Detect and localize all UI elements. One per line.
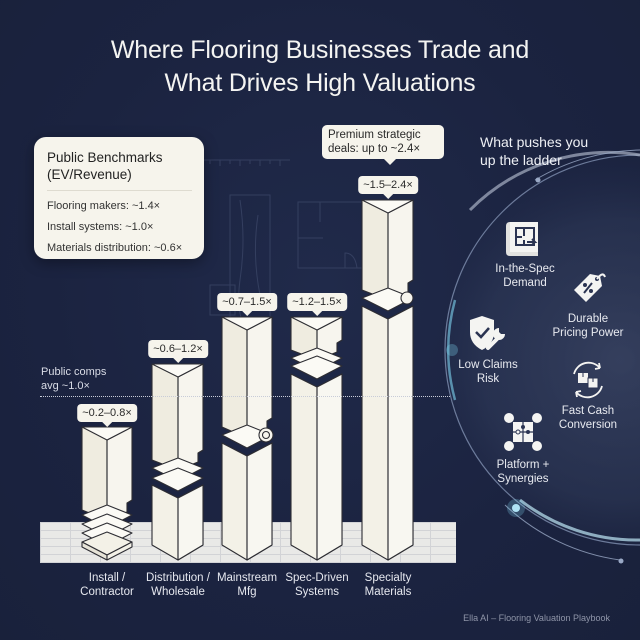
driver-platform-synergies: Platform + Synergies — [468, 410, 578, 486]
title-line-1: Where Flooring Businesses Trade and — [110, 36, 530, 64]
category-line-2: Mfg — [237, 586, 257, 598]
benchmark-row-materials-distribution: Materials distribution: ~0.6× — [47, 242, 183, 254]
category-line-1: Mainstream — [216, 572, 278, 584]
reference-line-avg — [40, 396, 450, 397]
range-label-specialty-materials: ~1.5–2.4× — [358, 176, 418, 199]
category-line-1: Specialty — [364, 572, 412, 584]
category-label-mainstream-mfg: Mainstream Mfg — [207, 571, 287, 599]
driver-label: In-the-Spec Demand — [470, 262, 580, 290]
driver-label-line-2: Risk — [476, 373, 500, 385]
public-benchmarks-card: Public Benchmarks (EV/Revenue) Flooring … — [34, 137, 204, 259]
category-label-distribution-wholesale: Distribution / Wholesale — [133, 571, 223, 599]
category-line-1: Distribution / — [146, 572, 210, 584]
divider — [47, 190, 192, 191]
driver-label-line-1: Fast Cash — [561, 405, 615, 417]
driver-fast-cash-conversion: Fast Cash Conversion — [533, 360, 640, 432]
title-line-2: What Drives High Valuations — [164, 69, 476, 97]
puzzle-network-icon — [504, 413, 542, 451]
range-label-mainstream-mfg: ~0.7–1.5× — [217, 293, 277, 316]
category-line-1: Spec-Driven — [285, 572, 349, 584]
benchmarks-heading-line-1: Public Benchmarks — [47, 150, 163, 165]
range-label-distribution-wholesale: ~0.6–1.2× — [148, 340, 208, 363]
driver-label-line-2: Synergies — [497, 473, 549, 485]
ladder-title-line-1: What pushes you — [480, 134, 589, 150]
reference-label-line-2: avg ~1.0× — [41, 380, 90, 392]
driver-label-line-2: Conversion — [558, 419, 618, 431]
ladder-title: What pushes you up the ladder — [480, 133, 588, 169]
premium-callout-line-2: deals: up to ~2.4× — [328, 143, 421, 155]
ladder-title-line-2: up the ladder — [480, 152, 562, 168]
blueprint-icon — [506, 222, 538, 256]
shield-wrench-icon — [470, 316, 505, 350]
category-label-install-contractor: Install / Contractor — [67, 571, 147, 599]
driver-label: Fast Cash Conversion — [533, 404, 640, 432]
driver-label-line-2: Pricing Power — [552, 327, 624, 339]
driver-label-line-1: Platform + — [496, 459, 550, 471]
reference-line-label: Public comps avg ~1.0× — [41, 365, 106, 393]
driver-label: Durable Pricing Power — [533, 312, 640, 340]
driver-low-claims-risk: Low Claims Risk — [433, 314, 543, 386]
benchmarks-heading: Public Benchmarks (EV/Revenue) — [47, 149, 192, 183]
benchmark-row-flooring-makers: Flooring makers: ~1.4× — [47, 200, 161, 212]
reference-label-line-1: Public comps — [41, 366, 107, 378]
category-line-2: Contractor — [80, 586, 134, 598]
category-label-spec-driven-systems: Spec-Driven Systems — [277, 571, 357, 599]
benchmark-row-install-systems: Install systems: ~1.0× — [47, 221, 154, 233]
range-label-install-contractor: ~0.2–0.8× — [77, 404, 137, 427]
boxes-cycle-icon — [573, 361, 603, 399]
driver-label-line-2: Demand — [503, 277, 547, 289]
page-title: Where Flooring Businesses Trade and What… — [0, 34, 640, 100]
premium-deals-callout: Premium strategic deals: up to ~2.4× — [322, 125, 444, 165]
driver-in-the-spec-demand: In-the-Spec Demand — [470, 218, 580, 290]
category-line-2: Materials — [364, 586, 412, 598]
driver-label-line-1: Durable — [567, 313, 609, 325]
range-label-spec-driven-systems: ~1.2–1.5× — [287, 293, 347, 316]
benchmarks-heading-line-2: (EV/Revenue) — [47, 167, 132, 182]
premium-callout-line-1: Premium strategic — [328, 129, 421, 141]
footer-credit: Ella AI – Flooring Valuation Playbook — [463, 613, 610, 623]
driver-durable-pricing-power: Durable Pricing Power — [533, 268, 640, 340]
category-line-1: Install / — [88, 572, 126, 584]
floor-grid — [40, 522, 456, 563]
driver-label-line-1: In-the-Spec — [495, 263, 555, 275]
category-line-2: Wholesale — [151, 586, 205, 598]
driver-label: Platform + Synergies — [468, 458, 578, 486]
category-line-2: Systems — [294, 586, 340, 598]
driver-label-line-1: Low Claims — [458, 359, 518, 371]
driver-label: Low Claims Risk — [433, 358, 543, 386]
category-label-specialty-materials: Specialty Materials — [348, 571, 428, 599]
price-tag-icon — [574, 273, 606, 302]
